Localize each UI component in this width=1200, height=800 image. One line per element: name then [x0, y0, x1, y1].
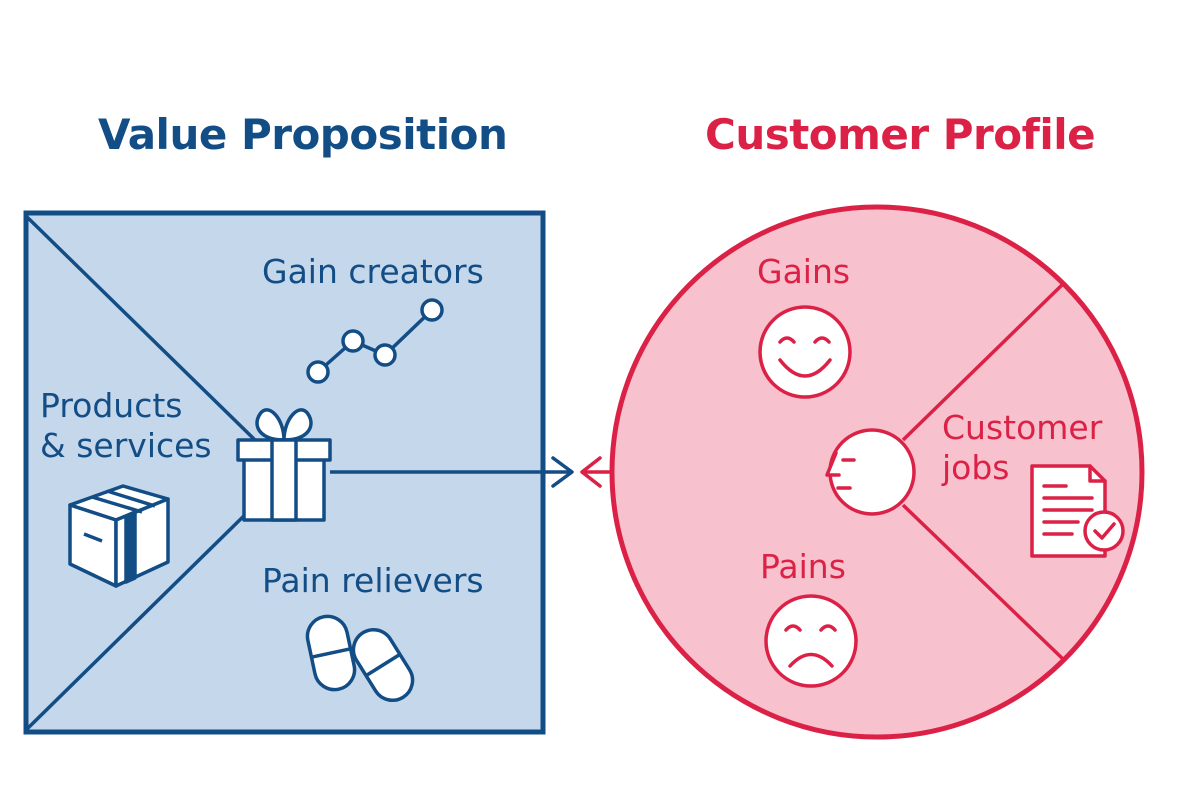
gains-label: Gains [757, 252, 851, 291]
frown-icon [764, 594, 858, 688]
gain-creators-label: Gain creators [262, 252, 484, 291]
pills-icon [305, 614, 415, 703]
face-profile-icon [825, 428, 916, 516]
customer-jobs-label-line1: Customer [942, 408, 1103, 447]
pain-relievers-label: Pain relievers [262, 561, 484, 600]
customer-jobs-label-line2: jobs [942, 448, 1010, 487]
document-check-icon [1030, 464, 1125, 558]
pains-label: Pains [760, 547, 846, 586]
box-icon [68, 484, 170, 588]
customer-profile-title: Customer Profile [705, 110, 1096, 159]
value-proposition-title: Value Proposition [98, 110, 508, 159]
line-chart-icon [306, 298, 444, 384]
products-services-label-line2: & services [40, 426, 212, 465]
smile-icon [758, 305, 852, 399]
gift-icon [236, 408, 332, 522]
products-services-label-line1: Products [40, 386, 183, 425]
